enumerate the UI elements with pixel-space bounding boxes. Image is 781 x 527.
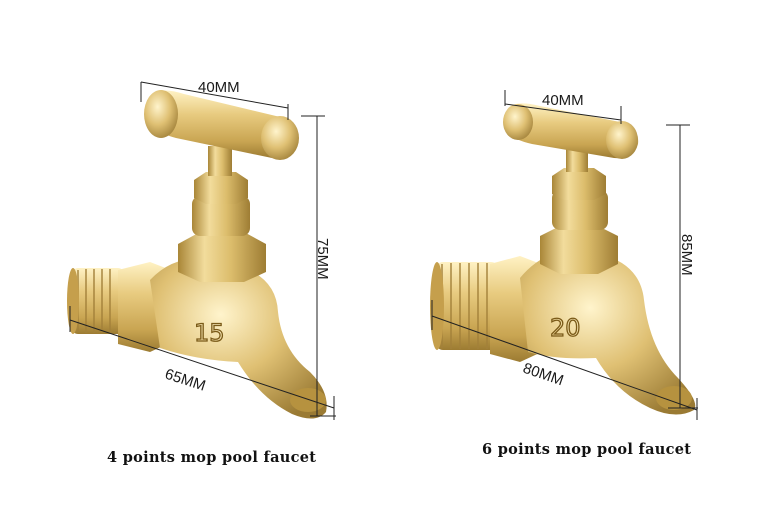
faucet-1-width-label: 40MM [198, 79, 240, 96]
faucet-1-body-number: 15 [194, 319, 225, 347]
faucet-1-caption: 4 points mop pool faucet [107, 449, 317, 466]
faucet-2-width-label: 40MM [542, 92, 584, 109]
faucet-2-length-line [431, 315, 698, 411]
faucet-2-thread [430, 262, 498, 350]
faucet-2: 20 [430, 103, 696, 415]
faucet-1: 15 [67, 90, 327, 419]
faucet-1-body [150, 258, 327, 419]
faucet-1-height-label: 75MM [314, 238, 331, 280]
faucet-2-body [520, 250, 696, 415]
faucet-1-length-line [69, 319, 335, 409]
faucet-1-width-line [140, 81, 289, 109]
faucet-1-thread [67, 268, 124, 334]
faucet-2-width-line [504, 103, 622, 121]
faucet-1-handle [144, 90, 299, 160]
faucet-2-height-label: 85MM [678, 234, 695, 276]
faucet-2-handle [503, 103, 639, 159]
faucet-2-caption: 6 points mop pool faucet [482, 441, 692, 458]
faucet-1-length-label: 65MM [163, 366, 208, 395]
faucet-2-body-number: 20 [550, 314, 581, 342]
faucet-2-length-label: 80MM [521, 360, 566, 390]
